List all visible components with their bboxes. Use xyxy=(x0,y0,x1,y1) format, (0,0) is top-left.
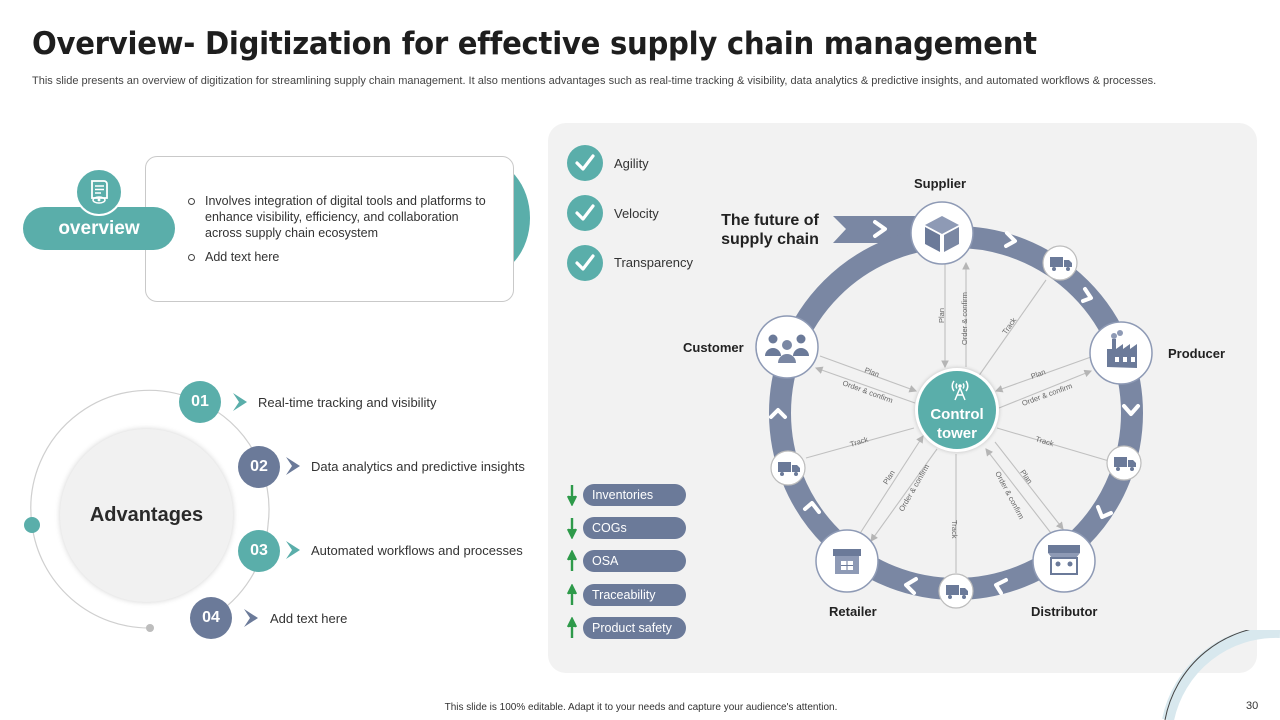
truck-icon xyxy=(946,585,968,599)
supplier-label: Supplier xyxy=(914,176,967,191)
document-eye-icon xyxy=(75,168,123,216)
check-icon xyxy=(567,245,603,281)
truck-icon xyxy=(1050,257,1072,271)
footer-note: This slide is 100% editable. Adapt it to… xyxy=(444,702,838,713)
control-tower-hub: Control tower xyxy=(915,368,999,452)
link-label-plan: Plan xyxy=(1030,367,1047,381)
slide-subtitle: This slide presents an overview of digit… xyxy=(32,75,1157,87)
indicator-tag: Product safety xyxy=(583,617,686,639)
link-label-plan: Plan xyxy=(881,469,897,486)
advantage-number: 01 xyxy=(179,381,221,423)
overview-point: Add text here xyxy=(188,249,493,265)
distributor-node xyxy=(1032,529,1096,593)
indicator-tag: Traceability xyxy=(583,584,686,606)
page-number: 30 xyxy=(1246,700,1259,712)
check-icon xyxy=(567,145,603,181)
link-label-order: Order & confirm xyxy=(841,378,894,405)
check-icon xyxy=(567,195,603,231)
arrow-up-icon xyxy=(566,584,578,605)
link-label-order: Order & confirm xyxy=(1021,381,1074,408)
box-icon xyxy=(925,216,959,252)
chevron-right-icon xyxy=(244,609,258,627)
indicator-tag: COGs xyxy=(583,517,686,539)
advantage-text: Add text here xyxy=(270,611,348,626)
supply-chain-cycle-diagram: Plan Order & confirm Track Plan Order & … xyxy=(755,201,1153,609)
link-label-track: Track xyxy=(849,435,870,449)
overview-card xyxy=(145,156,514,302)
storefront-icon xyxy=(1048,545,1080,575)
advantage-number: 02 xyxy=(238,446,280,488)
overview-point: Involves integration of digital tools an… xyxy=(188,193,493,241)
check-label: Agility xyxy=(614,156,649,171)
control-tower-label: Control tower xyxy=(930,406,984,442)
diagram-heading: The future of supply chain xyxy=(721,212,819,248)
arrow-down-icon xyxy=(566,485,578,506)
retailer-label: Retailer xyxy=(829,604,877,619)
link-label-plan: Plan xyxy=(1018,468,1034,485)
advantage-number: 04 xyxy=(190,597,232,639)
chevron-right-icon xyxy=(286,457,300,475)
truck-icon xyxy=(778,462,800,476)
truck-icon xyxy=(1114,457,1136,471)
chevron-right-icon xyxy=(233,393,247,411)
slide-title: Overview- Digitization for effective sup… xyxy=(32,26,1037,62)
arrow-down-icon xyxy=(566,518,578,539)
producer-label: Producer xyxy=(1168,346,1226,361)
broadcast-tower-icon xyxy=(951,380,969,401)
link-label-order: Order & confirm xyxy=(960,292,969,345)
indicator-tag: OSA xyxy=(583,550,686,572)
advantage-text: Data analytics and predictive insights xyxy=(311,459,525,474)
link-label-plan: Plan xyxy=(937,308,946,323)
chevron-right-icon xyxy=(286,541,300,559)
advantage-text: Real-time tracking and visibility xyxy=(258,395,437,410)
customer-label: Customer xyxy=(683,340,744,355)
shop-icon xyxy=(833,549,861,574)
overview-points: Involves integration of digital tools an… xyxy=(188,193,493,273)
advantages-hub: Advantages xyxy=(60,429,233,602)
link-label-plan: Plan xyxy=(863,365,880,379)
check-label: Transparency xyxy=(614,255,693,270)
check-label: Velocity xyxy=(614,206,659,221)
distributor-label: Distributor xyxy=(1031,604,1098,619)
people-icon xyxy=(765,334,809,363)
indicator-tag: Inventories xyxy=(583,484,686,506)
advantage-text: Automated workflows and processes xyxy=(311,543,523,558)
factory-icon xyxy=(1107,330,1137,368)
link-label-track: Track xyxy=(950,520,959,539)
link-label-track: Track xyxy=(1000,316,1018,336)
advantage-number: 03 xyxy=(238,530,280,572)
corner-decoration xyxy=(1162,630,1280,720)
link-label-order: Order & confirm xyxy=(897,463,931,513)
link-label-track: Track xyxy=(1034,434,1055,448)
arrow-up-icon xyxy=(566,617,578,638)
arrow-up-icon xyxy=(566,550,578,571)
